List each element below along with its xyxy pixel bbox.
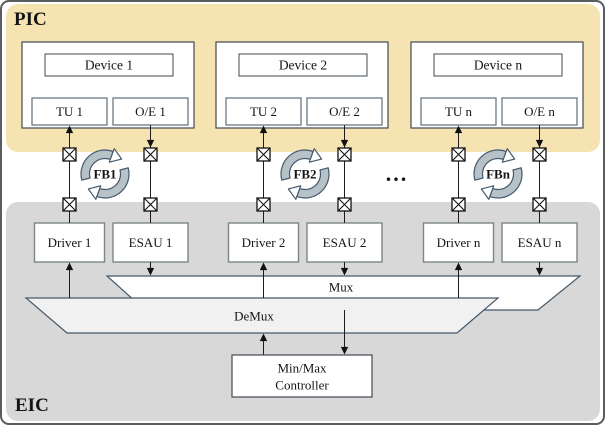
esau-1-label: ESAU 1 [129, 235, 173, 250]
fb2-label: FB2 [293, 167, 316, 182]
esau-n-box [501, 222, 578, 263]
device-n-label: Device n [474, 58, 523, 73]
crossed-box-icon [62, 147, 77, 162]
crossed-box-icon [337, 147, 352, 162]
driver-2-box [227, 222, 300, 263]
crossed-box-icon [532, 147, 547, 162]
esau-2-box [306, 222, 383, 263]
crossed-box-icon [143, 197, 158, 212]
device-n-box [433, 53, 563, 77]
tu-1-box [31, 97, 108, 126]
fbn-label: FBn [486, 167, 511, 182]
driver-n-box [422, 222, 495, 263]
demux-shape [24, 297, 500, 334]
crossed-box-icon [256, 147, 271, 162]
tu-1-label: TU 1 [56, 104, 83, 119]
ellipsis: ... [386, 161, 409, 186]
eic-region-label: EIC [15, 395, 49, 416]
driver-2-label: Driver 2 [242, 235, 286, 250]
demux-label: DeMux [234, 309, 274, 324]
oe-1-box [112, 97, 189, 126]
fb1-label: FB1 [93, 167, 116, 182]
pic-region-label: PIC [14, 9, 47, 30]
esau-2-label: ESAU 2 [323, 235, 367, 250]
controller-label-line2: Controller [275, 378, 329, 393]
crossed-box-icon [62, 197, 77, 212]
oe-2-label: O/E 2 [329, 104, 360, 119]
minmax-controller-box [231, 354, 373, 398]
tu-n-label: TU n [445, 104, 473, 119]
driver-1-label: Driver 1 [48, 235, 92, 250]
crossed-box-icon [451, 147, 466, 162]
crossed-box-icon [143, 147, 158, 162]
device-1-label: Device 1 [85, 58, 133, 73]
device-2-box [238, 53, 368, 77]
controller-label-line1: Min/Max [277, 361, 327, 376]
tu-2-box [225, 97, 302, 126]
driver-1-box [33, 222, 106, 263]
mux-label: Mux [329, 280, 354, 295]
crossed-box-icon [256, 197, 271, 212]
device-2-label: Device 2 [279, 58, 327, 73]
crossed-box-icon [532, 197, 547, 212]
oe-n-box [501, 97, 578, 126]
tu-n-box [420, 97, 497, 126]
device-1-box [44, 53, 174, 77]
esau-n-label: ESAU n [518, 235, 562, 250]
driver-n-label: Driver n [437, 235, 481, 250]
oe-1-label: O/E 1 [135, 104, 166, 119]
oe-n-label: O/E n [524, 104, 555, 119]
crossed-box-icon [451, 197, 466, 212]
tu-2-label: TU 2 [250, 104, 277, 119]
esau-1-box [112, 222, 189, 263]
crossed-box-icon [337, 197, 352, 212]
